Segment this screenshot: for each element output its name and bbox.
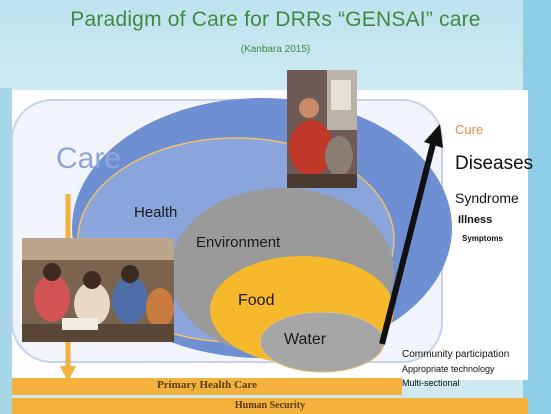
diagram-title: Paradigm of Care for DRRs “GENSAI” care	[70, 8, 481, 31]
illness-label: Illness	[458, 214, 493, 226]
appropriate-technology-label: Appropriate technology	[402, 364, 495, 374]
symptoms-label: Symptoms	[462, 234, 503, 243]
food-label: Food	[238, 292, 275, 309]
primary-health-care-bar	[12, 378, 402, 395]
community-participation-label: Community participation	[402, 349, 510, 360]
cure-label: Cure	[455, 122, 484, 137]
care-label: Care	[56, 142, 122, 175]
syndrome-label: Syndrome	[455, 190, 519, 206]
children-photo	[22, 238, 174, 342]
primary-health-care-label: Primary Health Care	[157, 379, 257, 391]
human-security-bar	[12, 398, 528, 414]
health-label: Health	[134, 204, 178, 221]
cure-arrow	[379, 139, 437, 345]
background-top-band	[0, 0, 551, 88]
background-left-band	[0, 88, 12, 414]
multi-sectional-label: Multi-sectional	[402, 378, 460, 388]
human-security-label: Human Security	[234, 400, 306, 411]
diseases-label: Diseases	[455, 153, 534, 174]
clinic-photo	[287, 70, 357, 188]
water-label: Water	[284, 331, 327, 348]
environment-label: Environment	[196, 234, 281, 251]
diagram-subtitle: (Kanbara 2015)	[240, 44, 311, 55]
